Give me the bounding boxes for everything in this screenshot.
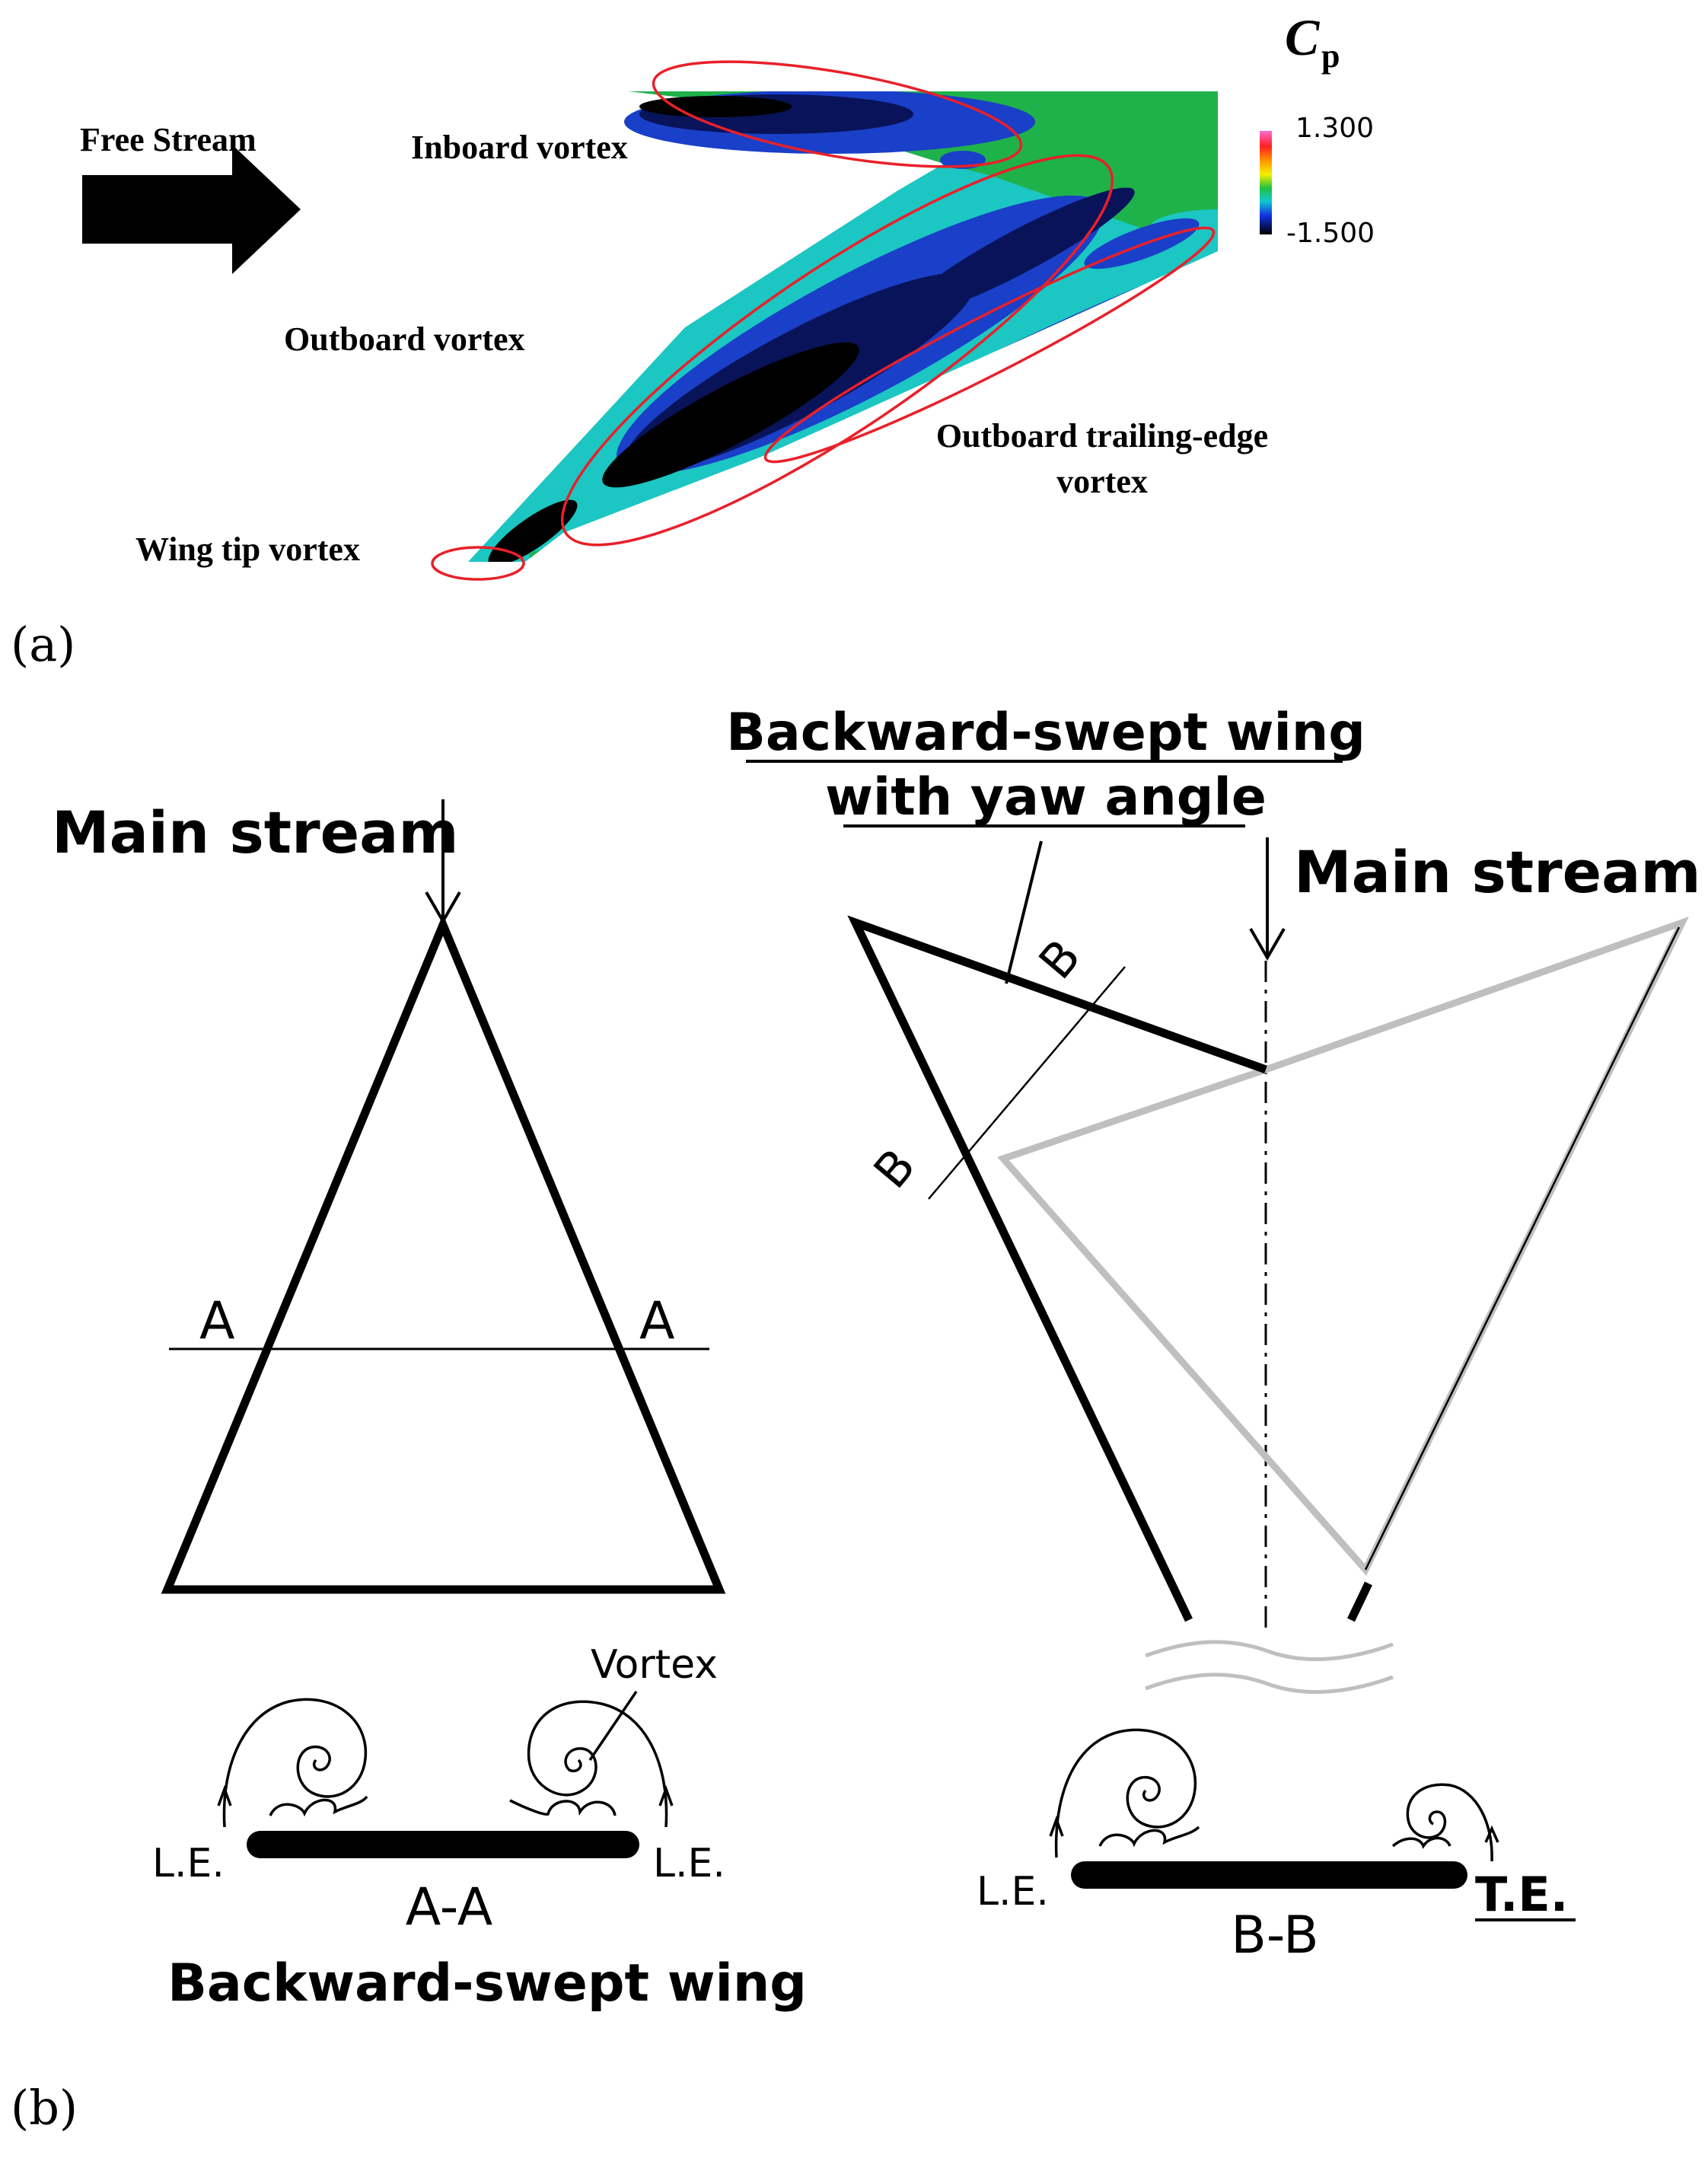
vortex-label: Vortex [591,1642,718,1688]
le-label-left-1: L.E. [152,1841,225,1886]
outboard-vortex-highlight [560,154,1114,547]
caption-backward-swept: Backward-swept wing [167,1953,807,2014]
panel-b-right: Backward-swept wing with yaw angle Main … [726,703,1701,1966]
vortex-spiral-icon [1406,1783,1493,1862]
te-vortex-label-line1: Outboard trailing-edge [936,417,1268,454]
le-label-right: L.E. [977,1869,1049,1915]
section-mark-b-lower: B [863,1138,926,1199]
le-label-left-2: L.E. [653,1841,725,1886]
vortex-spirals-right [1049,1728,1499,1862]
vortex-spirals-left [217,1691,674,1828]
swept-wing-planform [161,914,726,1594]
cp-symbol: C [1285,8,1320,66]
free-stream-arrow-icon [82,145,301,274]
section-mark-b-upper: B [1028,929,1091,990]
section-mark-a-left: A [199,1291,235,1351]
cp-min-label: -1.500 [1286,218,1375,249]
cp-max-label: 1.300 [1295,113,1374,144]
vortex-spiral-icon [222,1698,368,1828]
outboard-vortex-label: Outboard vortex [284,320,525,358]
free-stream-label: Free Stream [80,121,257,158]
vortex-highlight-group [431,60,1216,581]
title-yaw-line2: with yaw angle [825,767,1267,827]
cp-colorbar [1260,131,1272,234]
unyawed-wing-outline [997,917,1689,1577]
te-vortex-label-line2: vortex [1056,463,1148,500]
inboard-vortex-highlight [652,60,1023,168]
yawed-wing-outline [847,915,1267,1622]
section-name-aa: A-A [406,1877,493,1937]
yawed-wing-trailing-part [1347,1581,1372,1622]
section-line-b [928,966,1126,1200]
title-yaw-line1: Backward-swept wing [726,703,1365,763]
te-vortex-highlight [763,226,1216,464]
main-stream-arrow-icon [1249,927,1286,961]
te-label: T.E. [1475,1867,1568,1922]
inboard-vortex-label: Inboard vortex [411,129,628,166]
panel-a-label: (a) [11,617,75,672]
panel-b-label: (b) [11,2080,78,2135]
section-name-bb: B-B [1231,1905,1318,1966]
wing-tip-vortex-label: Wing tip vortex [135,531,360,568]
main-stream-label-left: Main stream [52,799,459,866]
cp-subscript: p [1321,37,1340,75]
break-symbol [1145,1640,1394,1695]
panel-b-left: Main stream A A Vortex L.E. L.E. A-A Bac… [52,799,807,2014]
panel-a: Free Stream [11,8,1375,672]
section-mark-a-right: A [639,1291,675,1351]
main-stream-label-right: Main stream [1294,838,1701,906]
vortex-spiral-icon [1054,1728,1197,1858]
tip-vortex-highlight [431,546,525,581]
vortex-spiral-icon [527,1700,668,1828]
